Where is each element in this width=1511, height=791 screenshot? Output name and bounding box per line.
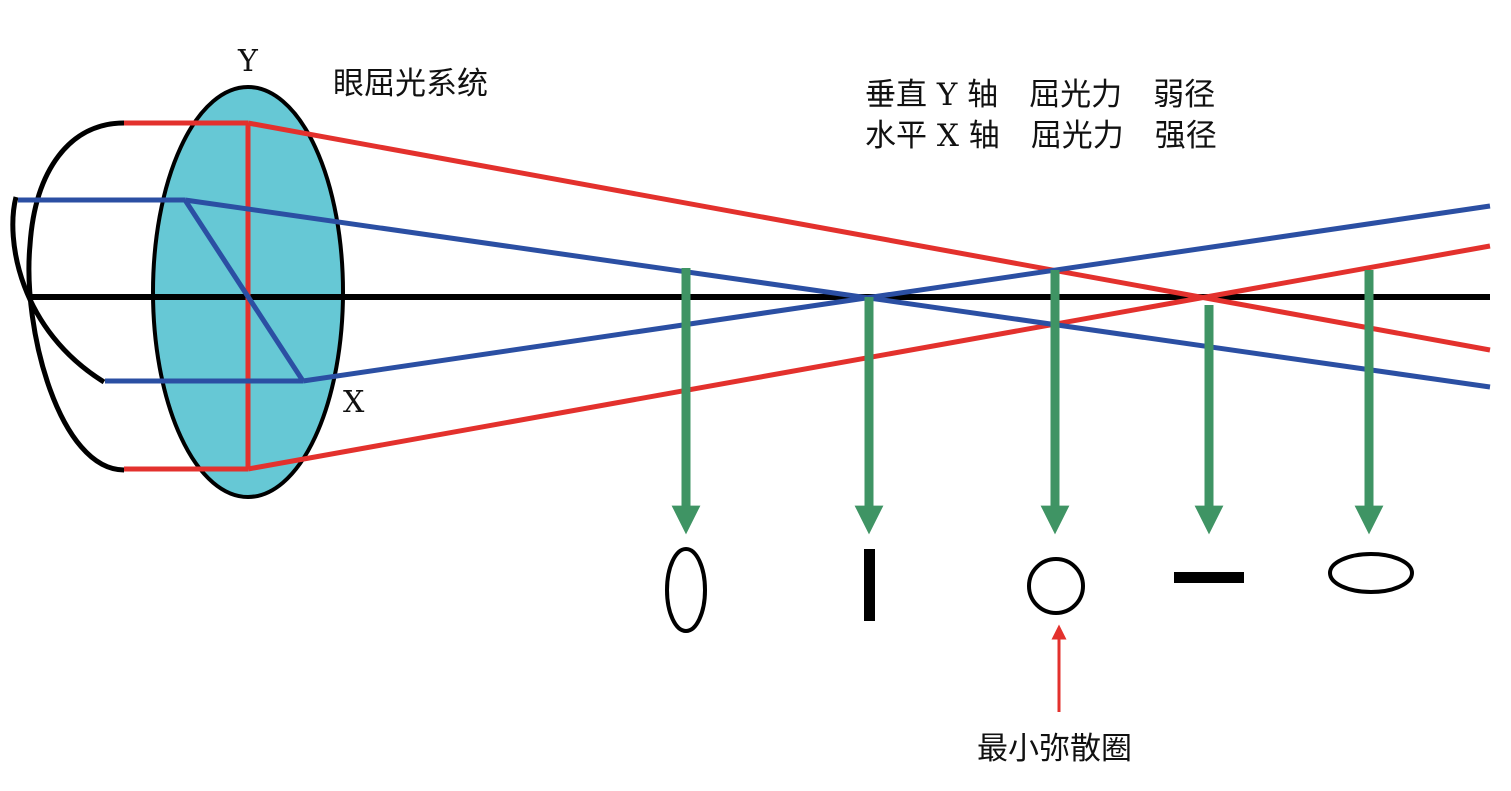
eye-outline-outer: [26, 120, 125, 473]
y-axis-label: Y: [237, 44, 259, 79]
legend-row-vertical: 垂直 Y 轴 屈光力 弱径: [865, 77, 1215, 113]
least-confusion-circle-label: 最小弥散圈: [977, 731, 1132, 767]
circle-icon: [1027, 557, 1085, 615]
x-axis-label: X: [343, 385, 365, 420]
horizontal-line-icon: [1174, 572, 1244, 583]
horizontal-meridian-rays: [18, 197, 1491, 390]
eye-outline-inner: [10, 196, 106, 385]
horizontal-ellipse-icon: [1328, 552, 1414, 594]
system-title: 眼屈光系统: [333, 66, 488, 102]
vertical-ellipse-icon: [665, 547, 707, 633]
projection-arrows: [671, 268, 1384, 535]
legend-row-horizontal: 水平 X 轴 屈光力 强径: [865, 118, 1217, 154]
vertical-line-icon: [864, 549, 875, 621]
